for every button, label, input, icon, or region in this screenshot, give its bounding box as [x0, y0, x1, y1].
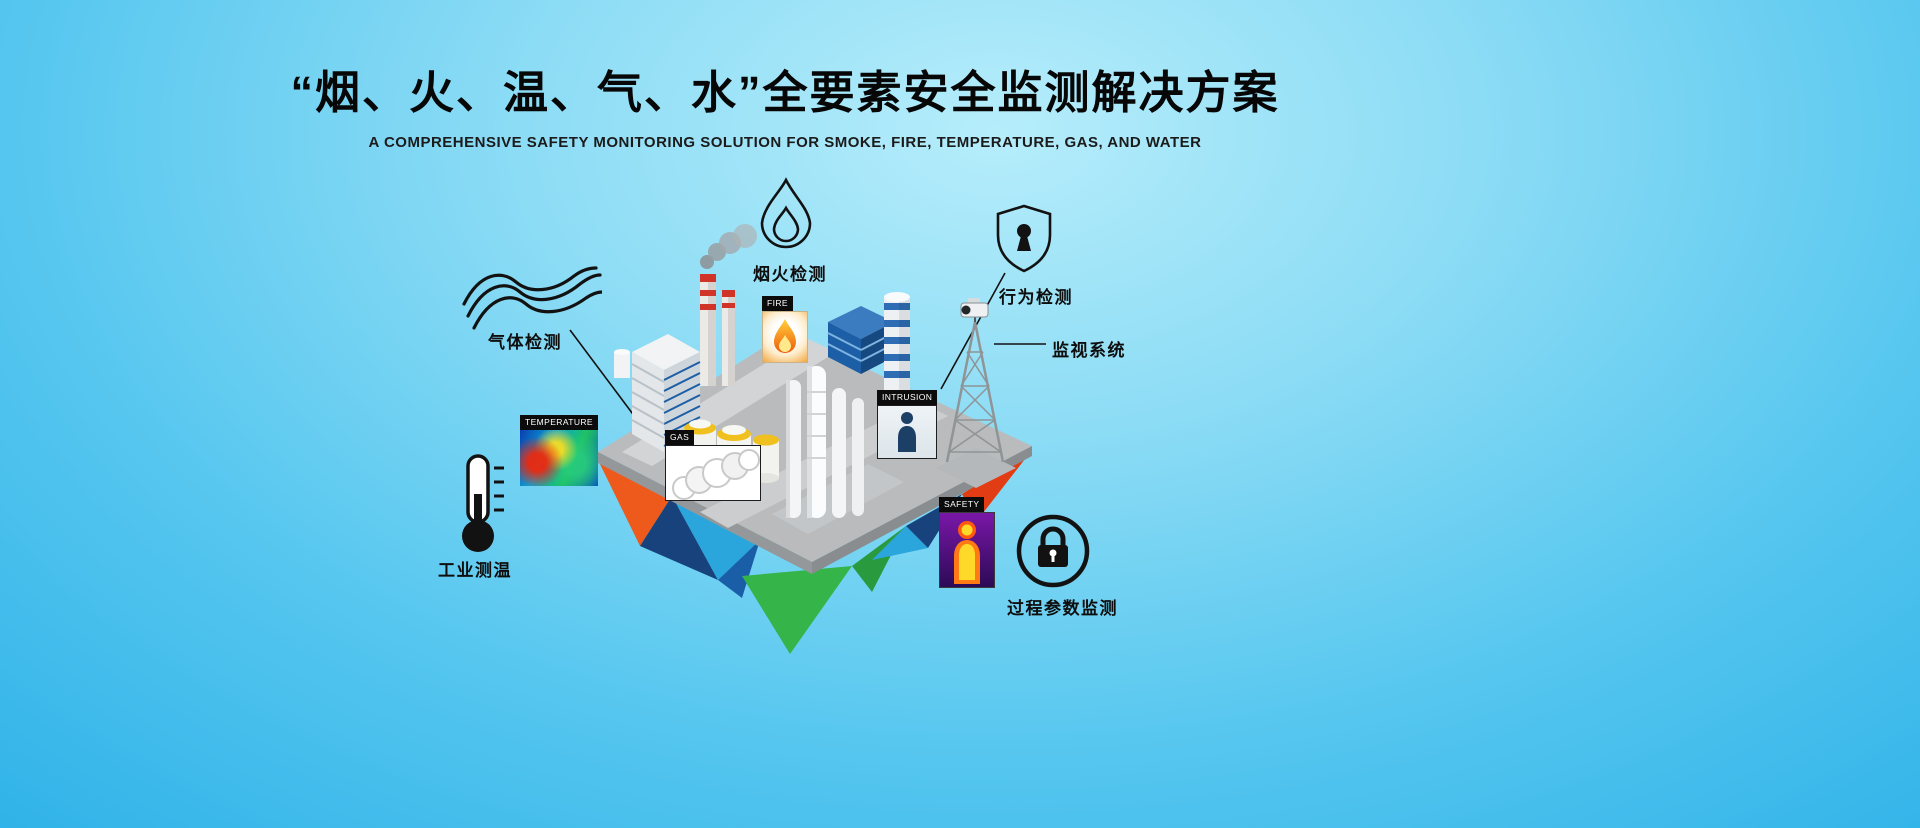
cctv-camera: [960, 298, 989, 322]
fire-tag: FIRE: [762, 296, 793, 311]
gas-tag: GAS: [665, 430, 695, 445]
gas-monitor-box: GAS: [665, 430, 761, 501]
flame-droplet-icon: [750, 176, 822, 256]
surveillance-tower: [936, 298, 1016, 488]
smoke-fire-detection-label: 烟火检测: [753, 265, 827, 284]
fire-monitor-box: FIRE: [762, 296, 808, 363]
safety-tag: SAFETY: [939, 497, 985, 512]
safety-thermal-image: [939, 511, 995, 588]
fire-image: [762, 310, 808, 363]
thermal-image: [520, 429, 598, 486]
intrusion-monitor-box: INTRUSION: [877, 390, 938, 459]
shield-keyhole-icon: [993, 203, 1055, 275]
page-title: “烟、火、温、气、水”全要素安全监测解决方案: [290, 67, 1280, 118]
flame-icon: [774, 318, 796, 353]
chimneys: [700, 224, 757, 386]
process-parameter-monitoring-label: 过程参数监测: [1007, 599, 1118, 618]
distillation-columns: [772, 366, 904, 534]
padlock-circle-icon: [1014, 512, 1092, 590]
gas-detection-label: 气体检测: [488, 333, 562, 352]
industrial-thermometry-label: 工业测温: [438, 561, 512, 580]
behavior-detection-label: 行为检测: [999, 288, 1073, 307]
cylinder-tower: [884, 292, 910, 393]
temperature-monitor-box: TEMPERATURE: [520, 415, 598, 486]
header: “烟、火、温、气、水”全要素安全监测解决方案 A COMPREHENSIVE S…: [0, 0, 1570, 151]
page-subtitle: A COMPREHENSIVE SAFETY MONITORING SOLUTI…: [368, 134, 1202, 151]
temperature-tag: TEMPERATURE: [520, 415, 598, 430]
intrusion-tag: INTRUSION: [877, 390, 938, 405]
thermometer-icon: [452, 452, 508, 556]
gas-image: [665, 444, 761, 501]
gas-waves-icon: [462, 262, 604, 334]
surveillance-system-label: 监视系统: [1052, 341, 1126, 360]
island-underside-facets: [598, 450, 1032, 654]
intrusion-image: [877, 404, 937, 459]
smoke-puffs-icon: [672, 448, 760, 500]
thermal-person-icon: [940, 512, 994, 587]
worker-icon: [898, 411, 916, 452]
safety-monitor-box: SAFETY: [939, 497, 995, 588]
